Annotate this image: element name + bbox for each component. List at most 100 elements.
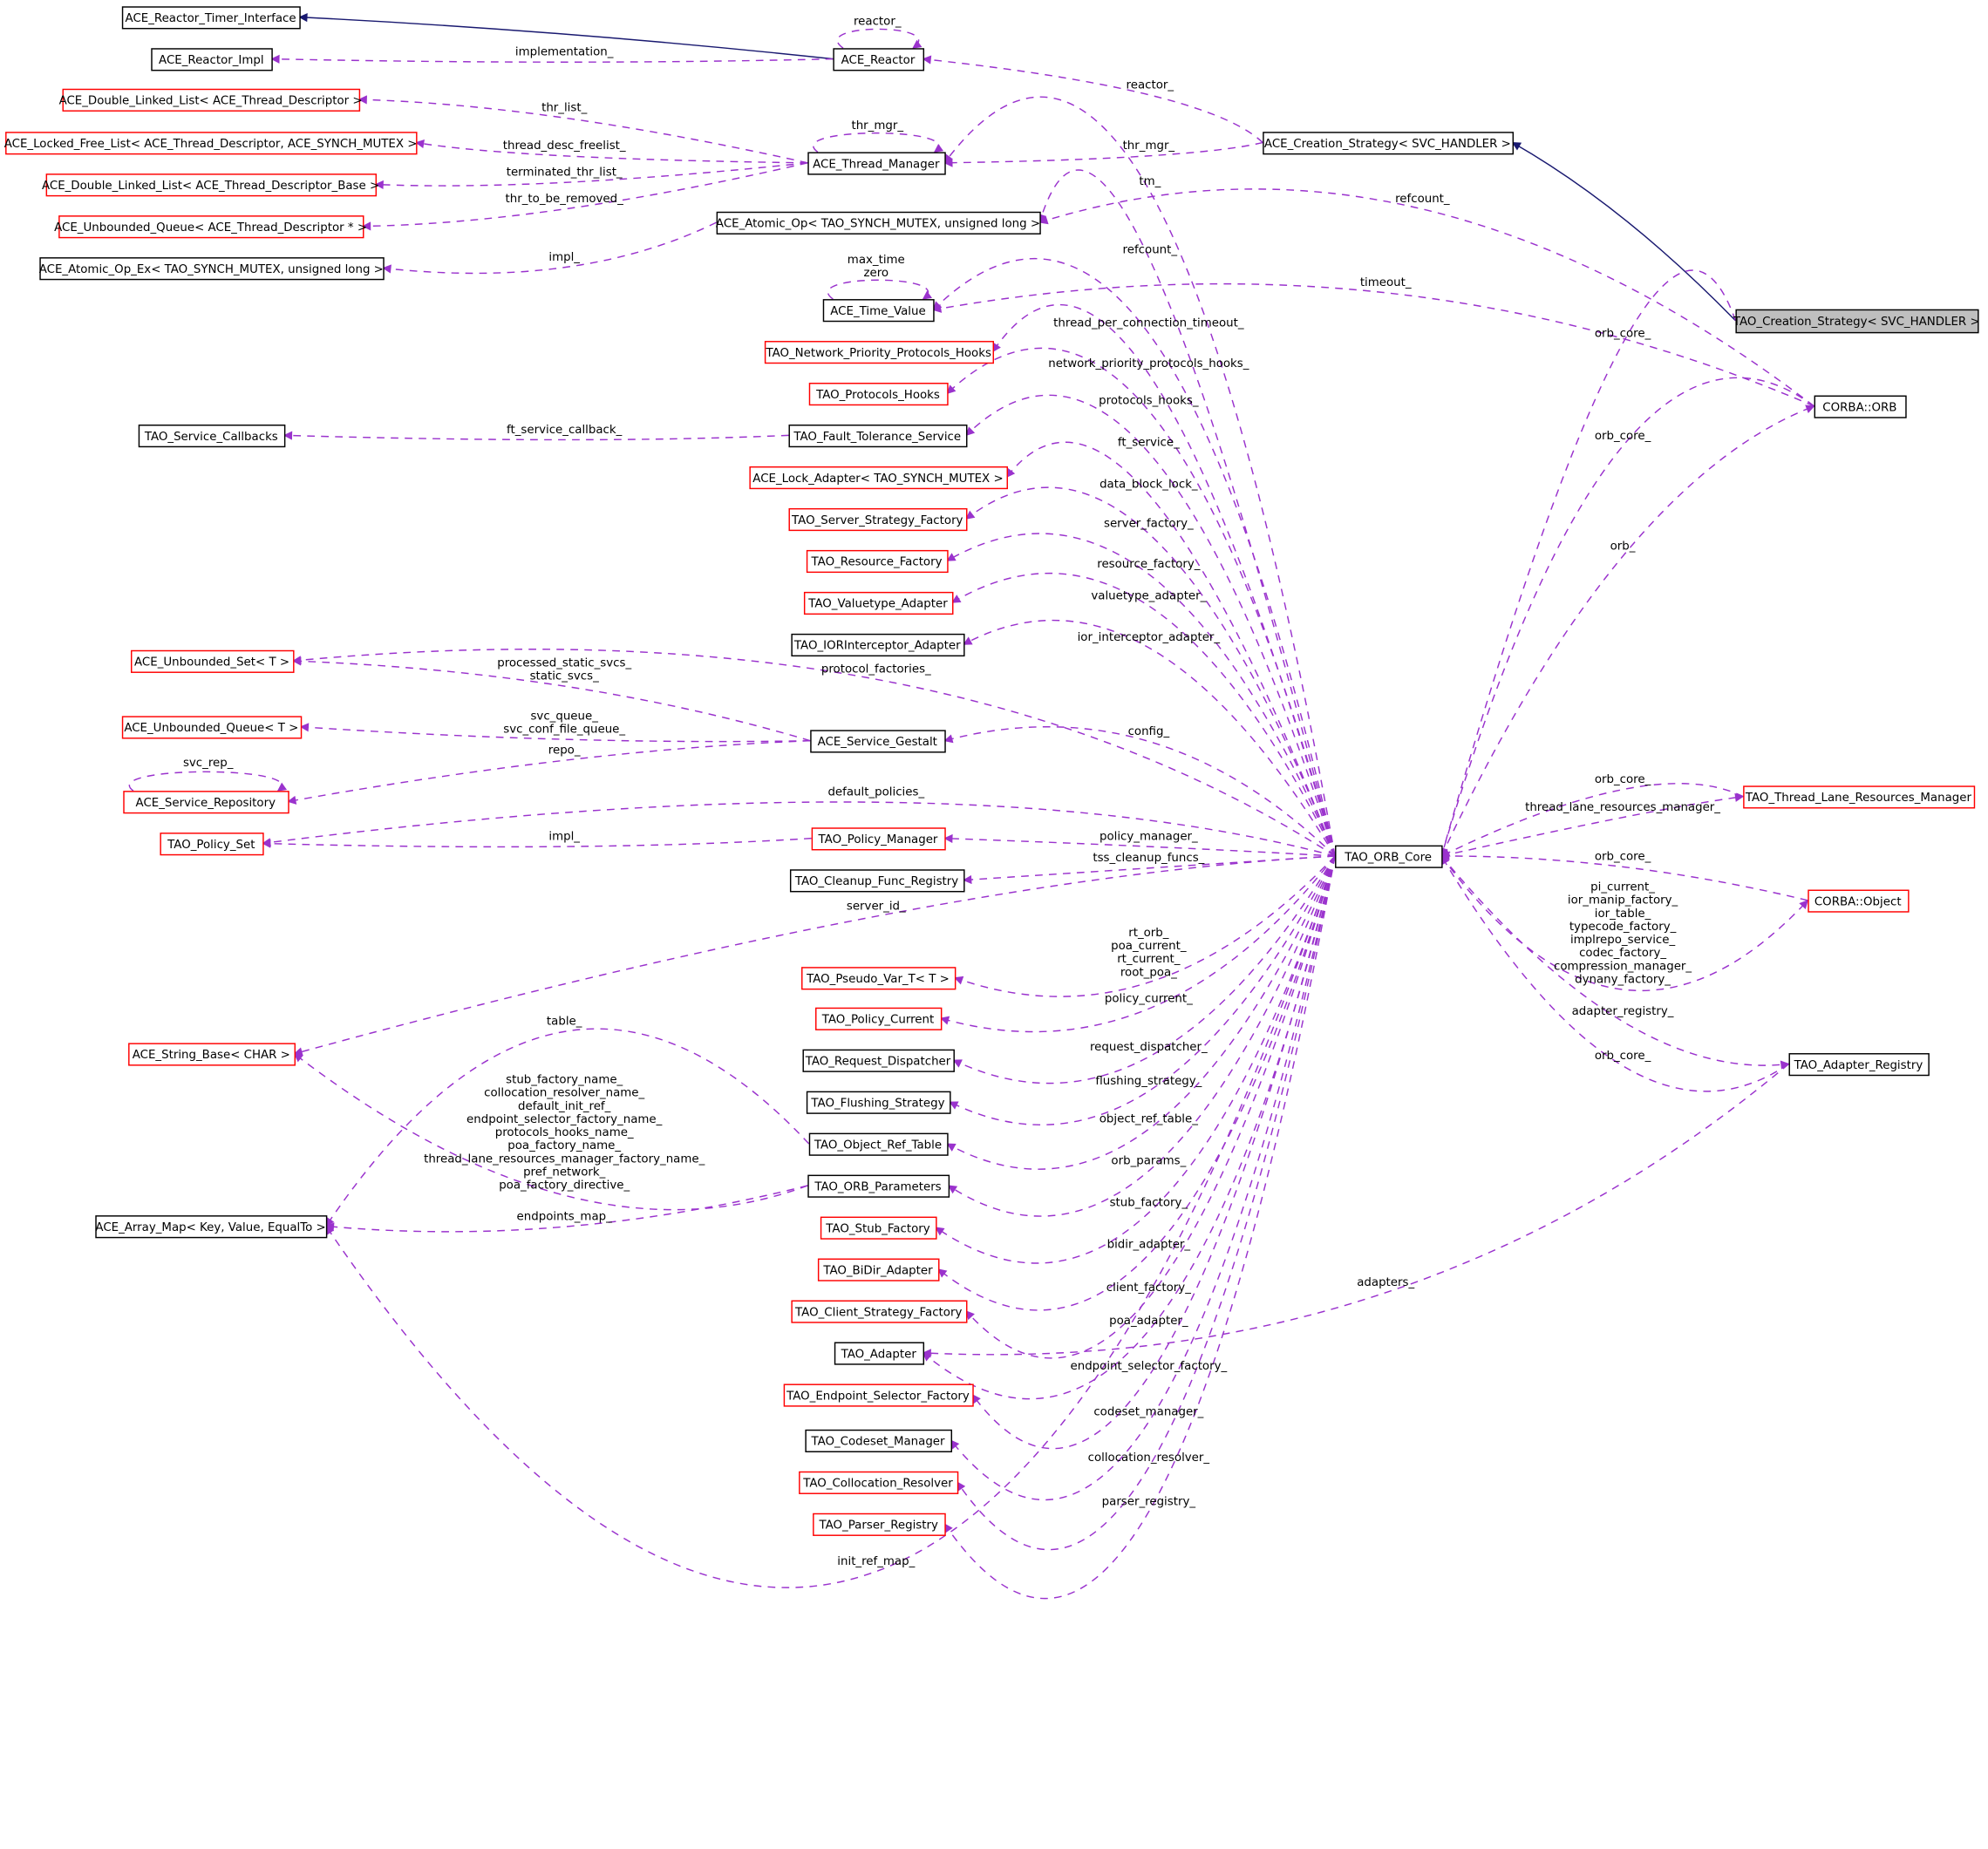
class-node-ace-service-repository[interactable]: ACE_Service_Repository <box>123 791 289 814</box>
class-box[interactable] <box>817 1258 940 1281</box>
class-box[interactable] <box>833 48 925 71</box>
class-box[interactable] <box>808 1132 949 1156</box>
class-node-tao-adapter[interactable]: TAO_Adapter <box>834 1342 925 1365</box>
class-node-tao-codeset-manager[interactable]: TAO_Codeset_Manager <box>805 1429 953 1452</box>
class-box[interactable] <box>810 730 946 753</box>
class-node-tao-thread-lane-resources-manager[interactable]: TAO_Thread_Lane_Resources_Manager <box>1743 785 1976 809</box>
class-node-tao-request-dispatcher[interactable]: TAO_Request_Dispatcher <box>802 1049 955 1072</box>
class-box[interactable] <box>806 549 949 574</box>
class-box[interactable] <box>791 633 965 657</box>
class-node-ace-array-map-key-value-equalto[interactable]: ACE_Array_Map< Key, Value, EqualTo > <box>95 1215 328 1239</box>
class-node-corba-orb[interactable]: CORBA::ORB <box>1814 395 1907 418</box>
class-node-tao-bidir-adapter[interactable]: TAO_BiDir_Adapter <box>817 1258 940 1281</box>
class-box[interactable] <box>121 716 303 739</box>
class-node-ace-reactor-timer-interface[interactable]: ACE_Reactor_Timer_Interface <box>121 6 301 30</box>
class-box[interactable] <box>1263 132 1515 155</box>
class-box[interactable] <box>788 425 968 448</box>
class-node-ace-service-gestalt[interactable]: ACE_Service_Gestalt <box>810 730 946 753</box>
class-node-ace-locked-free-list-ace-thread-descriptor-ace-synch-mutex[interactable]: ACE_Locked_Free_List< ACE_Thread_Descrip… <box>4 132 418 155</box>
class-box[interactable] <box>805 1429 953 1452</box>
class-box[interactable] <box>95 1215 328 1239</box>
class-box[interactable] <box>58 215 364 239</box>
class-node-tao-orb-core[interactable]: TAO_ORB_Core <box>1335 845 1443 868</box>
class-node-tao-iorinterceptor-adapter[interactable]: TAO_IORInterceptor_Adapter <box>791 633 965 657</box>
class-box[interactable] <box>791 1300 968 1323</box>
class-box[interactable] <box>749 466 1008 490</box>
class-box[interactable] <box>1335 845 1443 868</box>
class-box[interactable] <box>783 1383 974 1407</box>
class-node-tao-pseudo-var-t-t[interactable]: TAO_Pseudo_Var_T< T > <box>801 967 957 990</box>
class-box[interactable] <box>62 88 361 112</box>
class-box[interactable] <box>806 1091 951 1114</box>
class-box[interactable] <box>5 132 418 155</box>
class-node-ace-thread-manager[interactable]: ACE_Thread_Manager <box>807 152 946 175</box>
class-box[interactable] <box>811 827 946 851</box>
class-box[interactable] <box>716 211 1041 235</box>
class-node-ace-atomic-op-ex-tao-synch-mutex-unsigned-long[interactable]: ACE_Atomic_Op_Ex< TAO_SYNCH_MUTEX, unsig… <box>39 257 385 281</box>
class-node-tao-network-priority-protocols-hooks[interactable]: TAO_Network_Priority_Protocols_Hooks <box>764 341 994 364</box>
class-box[interactable] <box>128 1043 296 1066</box>
class-box[interactable] <box>802 1049 955 1072</box>
class-node-tao-parser-registry[interactable]: TAO_Parser_Registry <box>813 1513 946 1536</box>
class-node-ace-atomic-op-tao-synch-mutex-unsigned-long[interactable]: ACE_Atomic_Op< TAO_SYNCH_MUTEX, unsigned… <box>716 211 1041 235</box>
class-node-ace-creation-strategy-svc-handler[interactable]: ACE_Creation_Strategy< SVC_HANDLER > <box>1263 132 1515 155</box>
class-node-tao-collocation-resolver[interactable]: TAO_Collocation_Resolver <box>799 1471 959 1494</box>
class-box[interactable] <box>788 507 968 532</box>
class-box[interactable] <box>1735 309 1979 334</box>
class-node-ace-lock-adapter-tao-synch-mutex[interactable]: ACE_Lock_Adapter< TAO_SYNCH_MUTEX > <box>749 466 1008 490</box>
class-box[interactable] <box>815 1007 943 1030</box>
class-box[interactable] <box>121 6 301 30</box>
class-box[interactable] <box>39 257 385 281</box>
class-node-tao-policy-current[interactable]: TAO_Policy_Current <box>815 1007 943 1030</box>
class-node-tao-cleanup-func-registry[interactable]: TAO_Cleanup_Func_Registry <box>789 869 965 893</box>
class-node-tao-client-strategy-factory[interactable]: TAO_Client_Strategy_Factory <box>791 1300 968 1323</box>
class-box[interactable] <box>801 967 957 990</box>
class-node-tao-policy-manager[interactable]: TAO_Policy_Manager <box>811 827 946 851</box>
class-node-tao-service-callbacks[interactable]: TAO_Service_Callbacks <box>138 425 286 448</box>
class-box[interactable] <box>764 341 994 364</box>
class-node-tao-stub-factory[interactable]: TAO_Stub_Factory <box>820 1216 937 1240</box>
class-box[interactable] <box>1743 785 1976 809</box>
class-box[interactable] <box>807 1174 950 1198</box>
class-box[interactable] <box>808 383 949 406</box>
class-box[interactable] <box>807 152 946 175</box>
class-box[interactable] <box>123 791 289 814</box>
class-box[interactable] <box>151 48 273 71</box>
class-node-tao-policy-set[interactable]: TAO_Policy_Set <box>160 833 264 856</box>
class-node-tao-fault-tolerance-service[interactable]: TAO_Fault_Tolerance_Service <box>788 425 968 448</box>
class-node-ace-string-base-char[interactable]: ACE_String_Base< CHAR > <box>128 1043 296 1066</box>
class-node-ace-double-linked-list-ace-thread-descriptor[interactable]: ACE_Double_Linked_List< ACE_Thread_Descr… <box>59 88 363 112</box>
class-node-ace-unbounded-set-t[interactable]: ACE_Unbounded_Set< T > <box>131 649 295 673</box>
class-box[interactable] <box>820 1216 937 1240</box>
class-box[interactable] <box>1808 889 1910 913</box>
class-box[interactable] <box>834 1342 925 1365</box>
class-node-ace-reactor[interactable]: ACE_Reactor <box>833 48 925 71</box>
class-node-tao-endpoint-selector-factory[interactable]: TAO_Endpoint_Selector_Factory <box>783 1383 974 1407</box>
class-node-ace-double-linked-list-ace-thread-descriptor-base[interactable]: ACE_Double_Linked_List< ACE_Thread_Descr… <box>42 173 379 197</box>
class-node-tao-object-ref-table[interactable]: TAO_Object_Ref_Table <box>808 1132 949 1156</box>
class-box[interactable] <box>1814 395 1907 418</box>
class-node-tao-protocols-hooks[interactable]: TAO_Protocols_Hooks <box>808 383 949 406</box>
class-box[interactable] <box>813 1513 946 1536</box>
class-node-ace-reactor-impl[interactable]: ACE_Reactor_Impl <box>151 48 273 71</box>
class-node-tao-server-strategy-factory[interactable]: TAO_Server_Strategy_Factory <box>788 507 968 532</box>
class-box[interactable] <box>822 299 935 323</box>
class-box[interactable] <box>138 425 286 448</box>
class-node-tao-resource-factory[interactable]: TAO_Resource_Factory <box>806 549 949 574</box>
class-node-corba-object[interactable]: CORBA::Object <box>1808 889 1910 913</box>
class-node-tao-flushing-strategy[interactable]: TAO_Flushing_Strategy <box>806 1091 951 1114</box>
class-box[interactable] <box>799 1471 959 1494</box>
class-node-ace-time-value[interactable]: ACE_Time_Value <box>822 299 935 323</box>
class-node-ace-unbounded-queue-t[interactable]: ACE_Unbounded_Queue< T > <box>121 716 303 739</box>
class-node-ace-unbounded-queue-ace-thread-descriptor[interactable]: ACE_Unbounded_Queue< ACE_Thread_Descript… <box>54 215 367 239</box>
class-box[interactable] <box>1788 1053 1930 1077</box>
class-node-tao-creation-strategy-svc-handler[interactable]: TAO_Creation_Strategy< SVC_HANDLER > <box>1733 309 1980 334</box>
class-box[interactable] <box>803 591 954 615</box>
class-box[interactable] <box>131 649 295 673</box>
class-node-tao-valuetype-adapter[interactable]: TAO_Valuetype_Adapter <box>803 591 954 615</box>
class-node-tao-adapter-registry[interactable]: TAO_Adapter_Registry <box>1788 1053 1930 1077</box>
class-box[interactable] <box>45 173 378 197</box>
class-box[interactable] <box>789 869 965 893</box>
class-node-tao-orb-parameters[interactable]: TAO_ORB_Parameters <box>807 1174 950 1198</box>
class-box[interactable] <box>160 833 264 856</box>
